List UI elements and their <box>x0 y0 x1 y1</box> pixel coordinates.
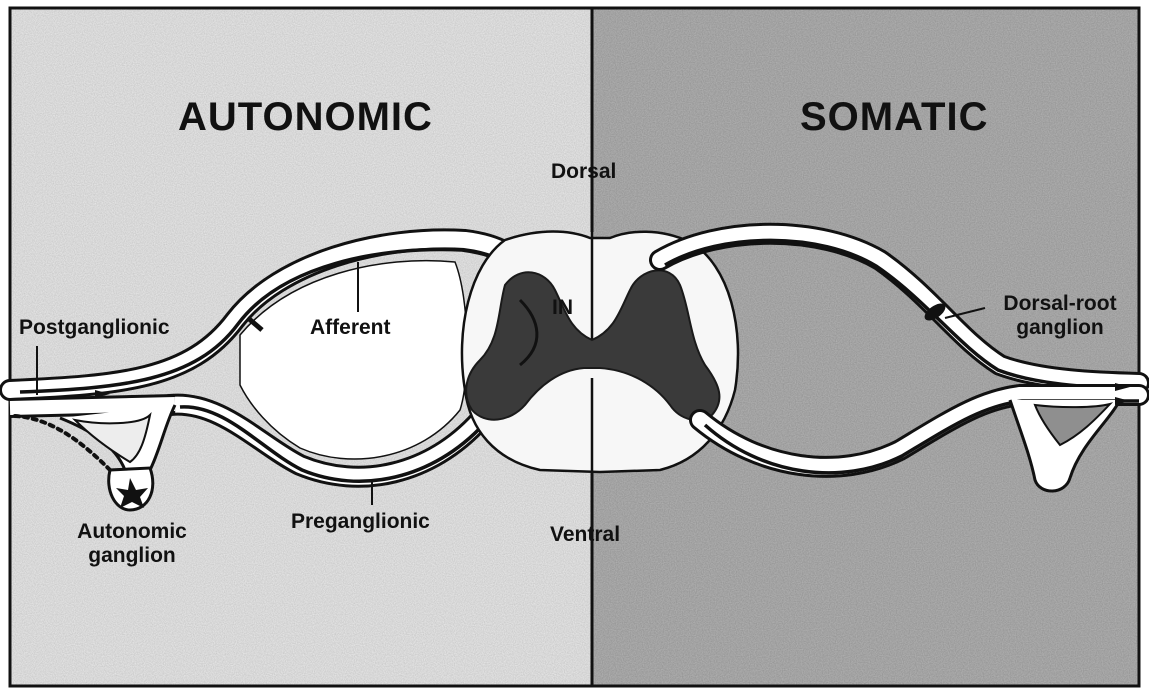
dorsal-label: Dorsal <box>551 160 616 184</box>
autonomic-ganglion-label-line2: ganglion <box>62 544 202 568</box>
interneuron-label: IN <box>552 296 573 320</box>
autonomic-ganglion-label: Autonomic ganglion <box>62 520 202 568</box>
dorsal-root-ganglion-label: Dorsal-root ganglion <box>990 292 1130 340</box>
autonomic-title: AUTONOMIC <box>178 94 433 140</box>
postganglionic-label: Postganglionic <box>19 316 170 340</box>
ventral-label: Ventral <box>550 523 620 547</box>
autonomic-ganglion-label-line1: Autonomic <box>62 520 202 544</box>
preganglionic-label: Preganglionic <box>291 510 430 534</box>
afferent-label: Afferent <box>310 316 391 340</box>
spinal-nerve-trunk <box>10 404 175 408</box>
dorsal-root-ganglion-label-line2: ganglion <box>990 316 1130 340</box>
dorsal-root-ganglion-label-line1: Dorsal-root <box>990 292 1130 316</box>
somatic-title: SOMATIC <box>800 94 988 140</box>
